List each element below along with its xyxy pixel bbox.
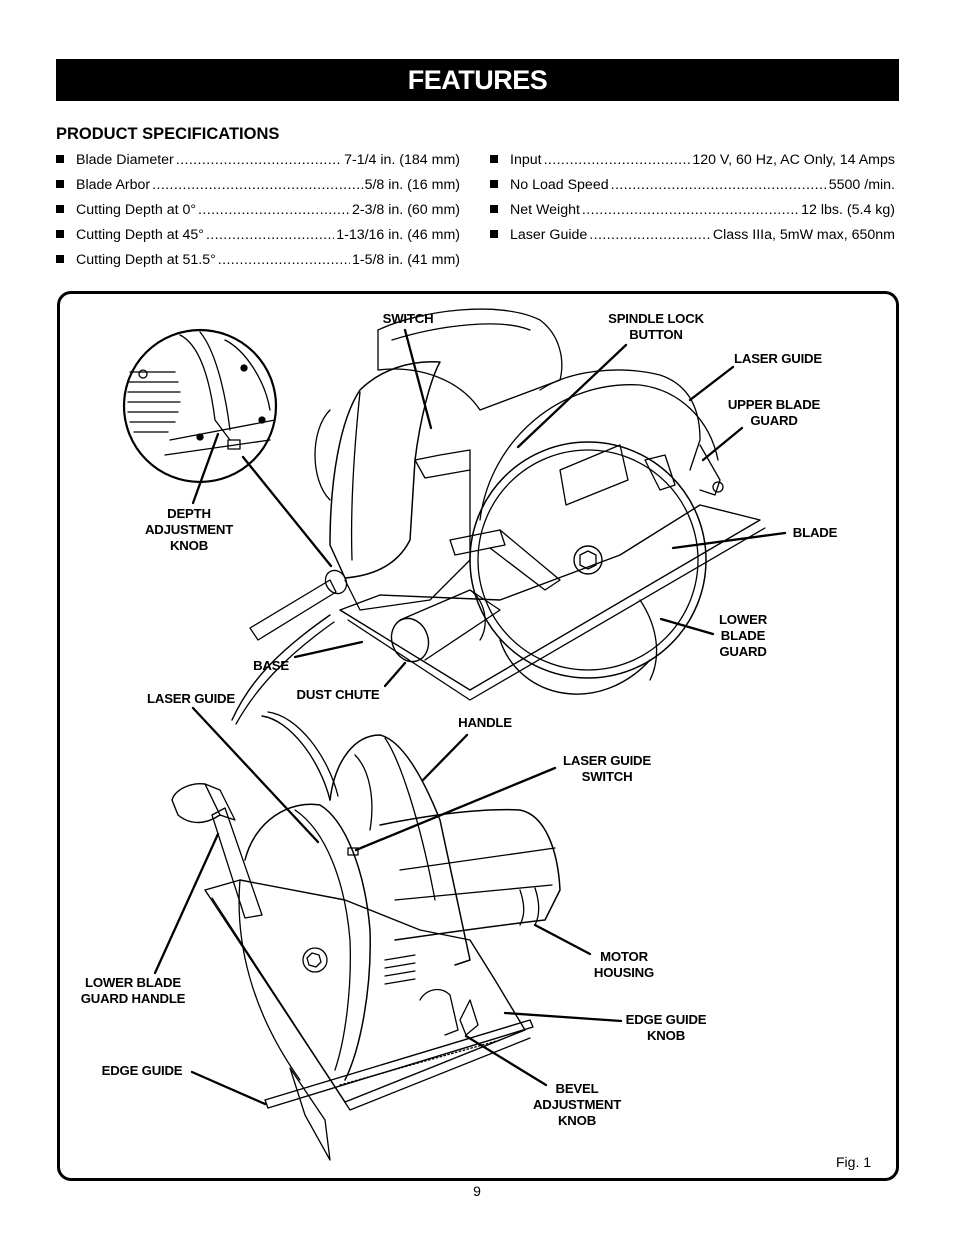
label-laser-guide-bottom: LASER GUIDE xyxy=(147,691,235,706)
label-base: BASE xyxy=(253,658,289,673)
label-spindle-lock-button: SPINDLE LOCK BUTTON xyxy=(608,311,704,342)
leader-handle xyxy=(421,733,469,782)
product-specifications-heading: PRODUCT SPECIFICATIONS xyxy=(56,125,280,143)
leader-edge-guide-knob xyxy=(503,1011,623,1023)
bottom-saw-drawing xyxy=(171,711,561,1161)
label-laser-guide-switch: LASER GUIDE SWITCH xyxy=(563,753,651,784)
spec-item: Blade Arbor5/8 in. (16 mm) xyxy=(56,177,460,202)
leader-depth-knob xyxy=(191,432,220,505)
leader-lower-blade-guard-handle xyxy=(153,832,220,975)
label-lower-blade-guard-handle: LOWER BLADE GUARD HANDLE xyxy=(80,975,186,1006)
leader-switch xyxy=(403,328,433,430)
square-bullet-icon xyxy=(490,230,498,238)
spec-item: Cutting Depth at 51.5°1-5/8 in. (41 mm) xyxy=(56,252,460,277)
label-lower-blade-guard: LOWER BLADE GUARD xyxy=(718,612,768,659)
leader-base xyxy=(293,640,364,659)
spec-item: Laser GuideClass IIIa, 5mW max, 650nm xyxy=(490,227,895,252)
leader-spindle-lock xyxy=(516,343,628,449)
leader-blade xyxy=(671,531,787,550)
section-title: FEATURES xyxy=(407,64,548,95)
square-bullet-icon xyxy=(56,230,64,238)
square-bullet-icon xyxy=(56,255,64,263)
label-switch: SWITCH xyxy=(382,311,434,326)
square-bullet-icon xyxy=(56,155,64,163)
leader-motor-housing xyxy=(533,923,592,956)
label-upper-blade-guard: UPPER BLADE GUARD xyxy=(727,397,821,428)
specs-left-column: Blade Diameter7-1/4 in. (184 mm) Blade A… xyxy=(56,152,460,277)
label-dust-chute: DUST CHUTE xyxy=(296,687,380,702)
spec-item: Cutting Depth at 45°1-13/16 in. (46 mm) xyxy=(56,227,460,252)
leader-laser-guide-top xyxy=(688,365,735,402)
label-laser-guide-top: LASER GUIDE xyxy=(734,351,822,366)
leader-inset-pointer xyxy=(241,455,333,568)
square-bullet-icon xyxy=(490,205,498,213)
label-blade: BLADE xyxy=(792,525,838,540)
label-edge-guide: EDGE GUIDE xyxy=(101,1063,183,1078)
spec-item: No Load Speed5500 /min. xyxy=(490,177,895,202)
leader-lower-blade-guard xyxy=(659,617,715,636)
square-bullet-icon xyxy=(56,205,64,213)
label-handle: HANDLE xyxy=(458,715,512,730)
spec-item: Net Weight12 lbs. (5.4 kg) xyxy=(490,202,895,227)
square-bullet-icon xyxy=(490,155,498,163)
leader-edge-guide xyxy=(190,1070,267,1106)
depth-knob-inset xyxy=(122,328,278,484)
section-header-bar: FEATURES xyxy=(56,59,899,101)
leader-laser-guide-switch xyxy=(354,766,557,852)
leader-bevel-knob xyxy=(464,1034,548,1087)
leader-dust-chute xyxy=(383,661,407,688)
square-bullet-icon xyxy=(490,180,498,188)
label-motor-housing: MOTOR HOUSING xyxy=(593,949,655,980)
label-bevel-adjustment-knob: BEVEL ADJUSTMENT KNOB xyxy=(532,1081,622,1128)
spec-item: Cutting Depth at 0°2-3/8 in. (60 mm) xyxy=(56,202,460,227)
page-number: 9 xyxy=(473,1183,481,1199)
top-saw-drawing xyxy=(231,308,766,725)
specs-right-column: Input120 V, 60 Hz, AC Only, 14 Amps No L… xyxy=(490,152,895,252)
spec-item: Input120 V, 60 Hz, AC Only, 14 Amps xyxy=(490,152,895,177)
leader-laser-guide-bottom xyxy=(191,706,320,844)
spec-item: Blade Diameter7-1/4 in. (184 mm) xyxy=(56,152,460,177)
label-depth-adjustment-knob: DEPTH ADJUSTMENT KNOB xyxy=(144,506,234,553)
square-bullet-icon xyxy=(56,180,64,188)
figure-caption: Fig. 1 xyxy=(836,1154,872,1170)
callout-leader-lines xyxy=(153,328,787,1106)
leader-upper-blade-guard xyxy=(701,426,744,462)
label-edge-guide-knob: EDGE GUIDE KNOB xyxy=(625,1012,707,1043)
